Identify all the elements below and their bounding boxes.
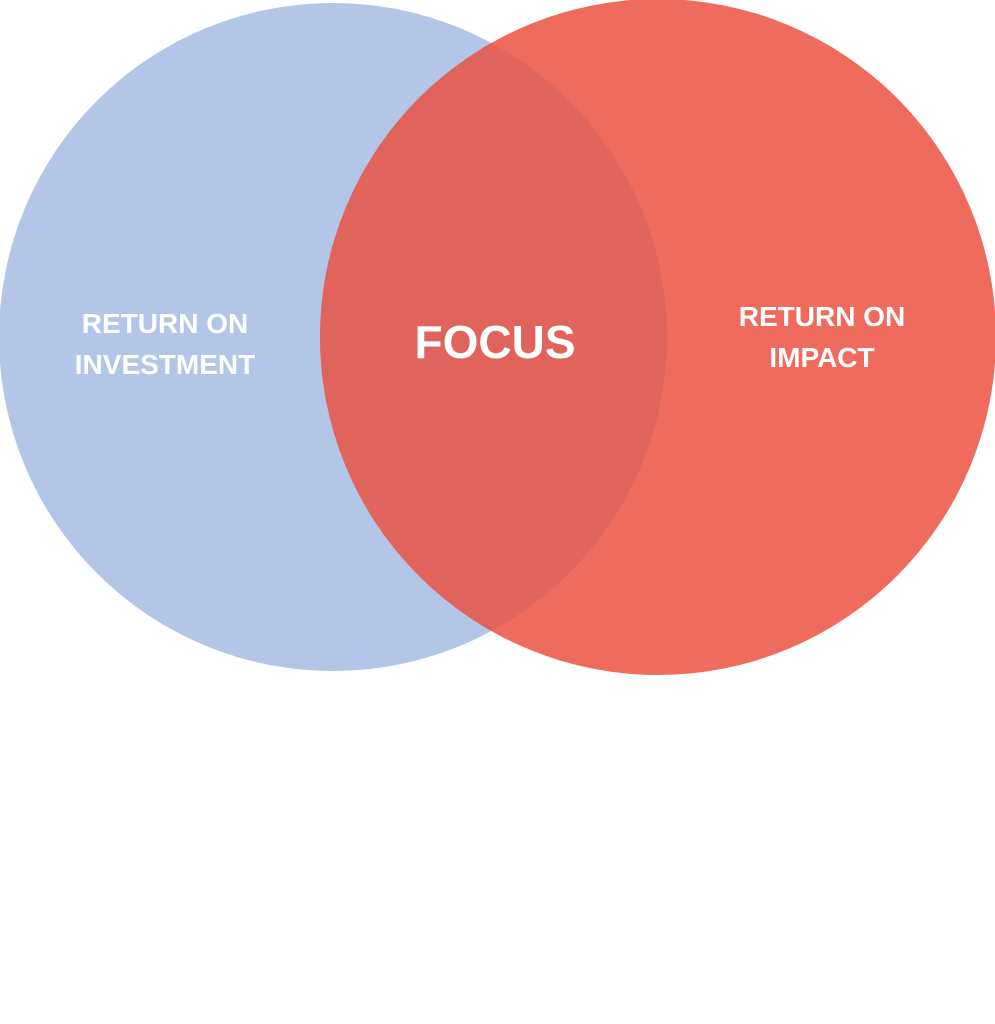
focus-overlap [320, 3, 667, 671]
impact-label-line1: RETURN ON [739, 301, 905, 332]
investment-label-line2: INVESTMENT [75, 349, 255, 380]
impact-label-line2: IMPACT [769, 342, 874, 373]
focus-label: FOCUS [415, 316, 576, 368]
investment-label-line1: RETURN ON [82, 308, 248, 339]
